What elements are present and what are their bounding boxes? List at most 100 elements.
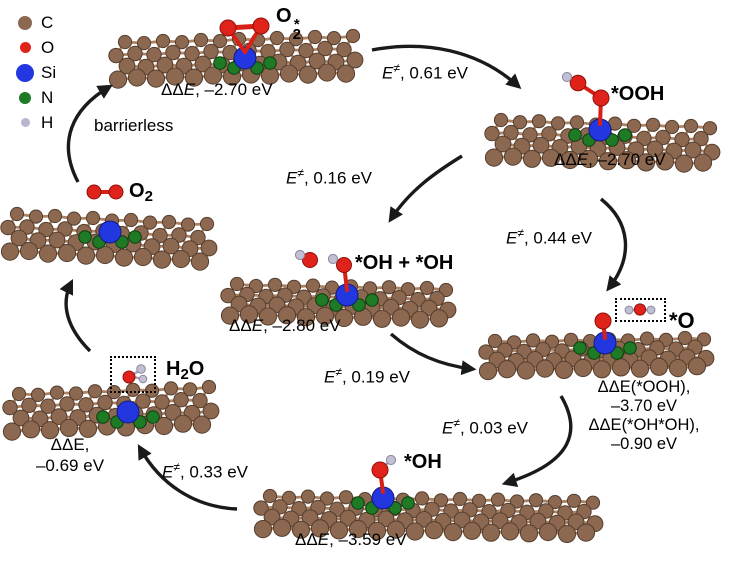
value-part: ,: [84, 435, 90, 454]
arrow-h2o-to-o2: [59, 278, 92, 353]
legend-item-hydrogen: H: [16, 110, 56, 135]
sup-part: ≠: [393, 61, 400, 75]
legend-label: N: [41, 87, 54, 107]
e-part: E: [162, 462, 174, 482]
value-part: , –2.70 eV: [588, 150, 666, 169]
barrier-033: E≠, 0.33 eV: [162, 460, 248, 483]
arrow-ohoh-to-o: [389, 332, 477, 376]
structure-ooh: [484, 71, 721, 173]
dd-part: ΔΔ: [50, 435, 74, 454]
e-part: E: [286, 168, 298, 188]
label-h2o: H2O: [166, 358, 204, 383]
label-subsup: *2: [292, 16, 301, 43]
label-o2-star: O*2: [276, 5, 301, 43]
dd-part: ΔΔ: [554, 150, 577, 169]
structure-oh: [253, 454, 604, 544]
energy-line: ΔΔE(*OOH),: [556, 378, 732, 397]
e-part: E: [183, 80, 196, 99]
desorbed-water-box-o: [615, 298, 666, 322]
e-part: E: [73, 435, 85, 454]
energy-ooh: ΔΔE, –2.70 eV: [554, 150, 666, 170]
structure-o: [478, 312, 715, 381]
sup-part: ≠: [173, 460, 180, 474]
e-part: E: [317, 530, 330, 549]
energy-oh: ΔΔE, –3.59 eV: [295, 530, 407, 550]
structure-o2-free: [0, 184, 218, 271]
carbon-atom-icon: [18, 15, 32, 30]
water-molecule-icon: [122, 364, 148, 384]
legend-label: O: [41, 37, 55, 57]
dd-part: ΔΔ: [295, 530, 318, 549]
dd-part: ΔΔ: [229, 316, 252, 335]
barrier-003: E≠, 0.03 eV: [442, 416, 528, 439]
e-part: E: [619, 378, 631, 396]
legend-item-carbon: C: [16, 10, 56, 35]
label-text: *OH: [404, 451, 442, 473]
value-part: , –2.70 eV: [195, 80, 273, 99]
label-sup: *: [293, 16, 300, 33]
energy-oh-oh: ΔΔE, –2.80 eV: [229, 316, 341, 336]
desorbed-water-box-h2o: [110, 356, 156, 393]
label-text: *OH + *OH: [355, 252, 454, 274]
label-sub: 2: [144, 188, 153, 205]
barrier-061: E≠, 0.61 eV: [382, 61, 468, 84]
energy-line: ΔΔE,: [8, 434, 132, 455]
value-part: , 0.61 eV: [399, 63, 468, 83]
silicon-atom-icon: [16, 63, 34, 82]
dd-part: ΔΔ: [161, 80, 184, 99]
legend-item-silicon: Si: [16, 60, 56, 85]
arrow-ooh-to-ohoh: [388, 154, 463, 223]
value-part: , 0.33 eV: [179, 462, 248, 482]
value-part: , 0.19 eV: [341, 367, 410, 387]
label-text: *O: [669, 308, 695, 333]
sup-part: ≠: [453, 416, 460, 430]
value-part: , –2.80 eV: [263, 316, 341, 335]
energy-line: ΔΔE(*OH*OH),: [556, 416, 732, 435]
e-part: E: [610, 416, 622, 434]
e-part: E: [576, 150, 589, 169]
value-part: , 0.16 eV: [303, 168, 372, 188]
label-base: O: [129, 180, 145, 202]
e-part: E: [442, 418, 454, 438]
structure-o2-adsorbed: [108, 17, 364, 89]
hydrogen-atom-icon: [21, 118, 30, 127]
dd-part: ΔΔ: [588, 416, 611, 434]
value-part: , 0.03 eV: [459, 418, 528, 438]
legend-label: H: [41, 112, 54, 132]
energy-h2o: ΔΔE, –0.69 eV: [8, 434, 132, 476]
energy-o2-star: ΔΔE, –2.70 eV: [161, 80, 273, 100]
label-sub: 2: [292, 26, 301, 43]
energy-o: ΔΔE(*OOH), –3.70 eV ΔΔE(*OH*OH), –0.90 e…: [556, 378, 732, 454]
energy-line: –0.90 eV: [610, 435, 678, 453]
value-part: , –3.59 eV: [329, 530, 407, 549]
energy-line: –0.69 eV: [35, 456, 105, 475]
label-o2: O2: [129, 180, 153, 205]
arrow-ooh-to-o: [599, 197, 628, 292]
label-sub: 2: [180, 366, 189, 383]
barrier-016: E≠, 0.16 eV: [286, 166, 372, 189]
oxygen-atom-icon: [20, 42, 31, 53]
barrier-019: E≠, 0.19 eV: [324, 365, 410, 388]
value-part: (*OOH),: [630, 378, 691, 396]
legend-item-oxygen: O: [16, 35, 56, 60]
energy-line: –3.70 eV: [610, 397, 678, 415]
label-ooh: *OOH: [611, 83, 664, 106]
sup-part: ≠: [297, 166, 304, 180]
e-part: E: [251, 316, 264, 335]
legend-item-nitrogen: N: [16, 85, 56, 110]
barrier-044: E≠, 0.44 eV: [506, 226, 592, 249]
sup-part: ≠: [335, 365, 342, 379]
barrierless-label: barrierless: [94, 116, 174, 135]
label-base: O: [188, 358, 205, 380]
label-text: *OOH: [611, 83, 665, 105]
sup-part: ≠: [517, 226, 524, 240]
label-o: *O: [669, 308, 695, 334]
e-part: E: [506, 228, 518, 248]
dd-part: ΔΔ: [597, 378, 620, 396]
value-part: (*OH*OH),: [621, 416, 700, 434]
legend-label: Si: [41, 62, 57, 82]
label-oh-oh: *OH + *OH: [355, 252, 453, 275]
label-base: O: [276, 5, 292, 27]
label-base: H: [166, 358, 181, 380]
